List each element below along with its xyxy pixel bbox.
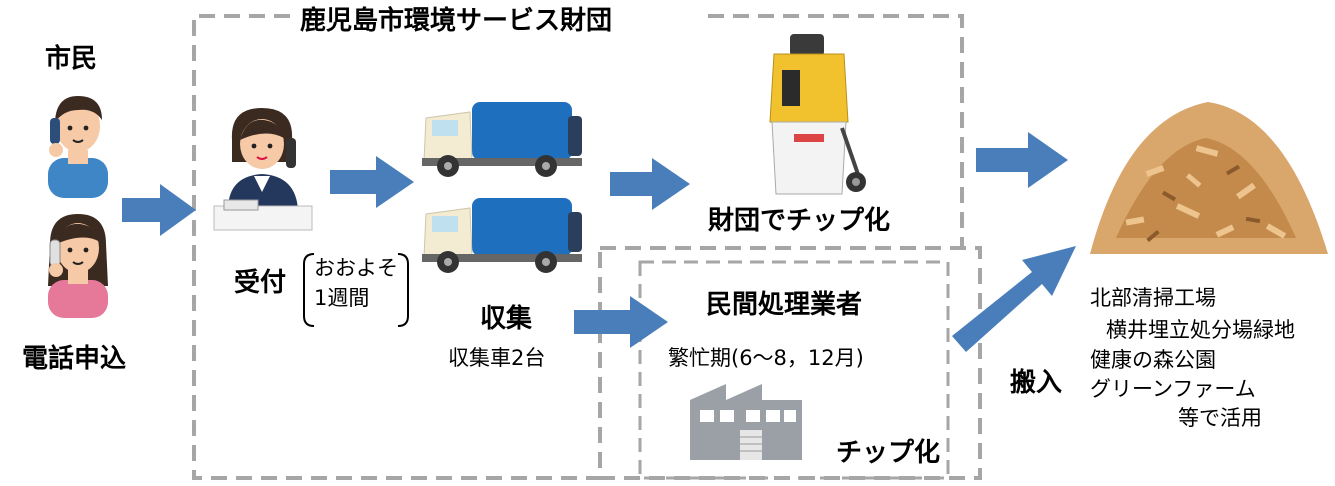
private-chip-label: チップ化 — [836, 438, 941, 468]
arrow-truck-to-chipper — [610, 158, 690, 210]
reception-label: 受付 — [234, 268, 287, 298]
carry-in-label: 搬入 — [1010, 368, 1063, 398]
citizen-man-phone-icon — [48, 96, 108, 198]
destination-1: 北部清掃工場 — [1090, 286, 1216, 310]
wood-chipper-icon — [769, 34, 866, 195]
flow-arrows — [122, 132, 1076, 352]
destination-2: 横井埋立処分場緑地 — [1106, 318, 1295, 342]
bracket-shape — [303, 253, 409, 327]
citizen-woman-phone-icon — [48, 214, 108, 318]
trucks-label: 収集車2台 — [448, 346, 546, 370]
receptionist-icon — [213, 108, 313, 231]
foundation-chip-label: 財団でチップ化 — [708, 206, 891, 236]
destination-5: 等で活用 — [1178, 406, 1262, 430]
destination-4: グリーンファーム — [1090, 377, 1256, 401]
arrow-private-to-chips — [952, 246, 1076, 352]
collection-label: 収集 — [480, 304, 533, 334]
duration-bracket: おおよそ 1週間 — [300, 250, 412, 330]
arrow-citizen-to-reception — [122, 184, 196, 236]
arrow-reception-to-truck — [330, 156, 414, 208]
duration-line-1: おおよそ — [314, 256, 398, 280]
destination-3: 健康の森公園 — [1090, 348, 1216, 372]
garbage-truck-icon — [422, 102, 582, 177]
foundation-frame — [192, 14, 964, 480]
foundation-title: 鹿児島市環境サービス財団 — [300, 6, 613, 36]
private-processor-inner-frame — [638, 260, 950, 480]
arrow-chipper-to-chips — [976, 132, 1068, 188]
phone-apply-label: 電話申込 — [22, 344, 127, 374]
wood-chips-icon — [1090, 102, 1328, 254]
arrow-collection-to-private — [574, 296, 668, 348]
factory-icon — [690, 384, 802, 460]
duration-line-2: 1週間 — [314, 286, 370, 310]
garbage-truck-icon — [422, 198, 582, 273]
private-processor-label: 民間処理業者 — [706, 290, 863, 320]
busy-period-label: 繁忙期(6～8，12月) — [668, 346, 864, 370]
citizens-label: 市民 — [45, 44, 98, 74]
